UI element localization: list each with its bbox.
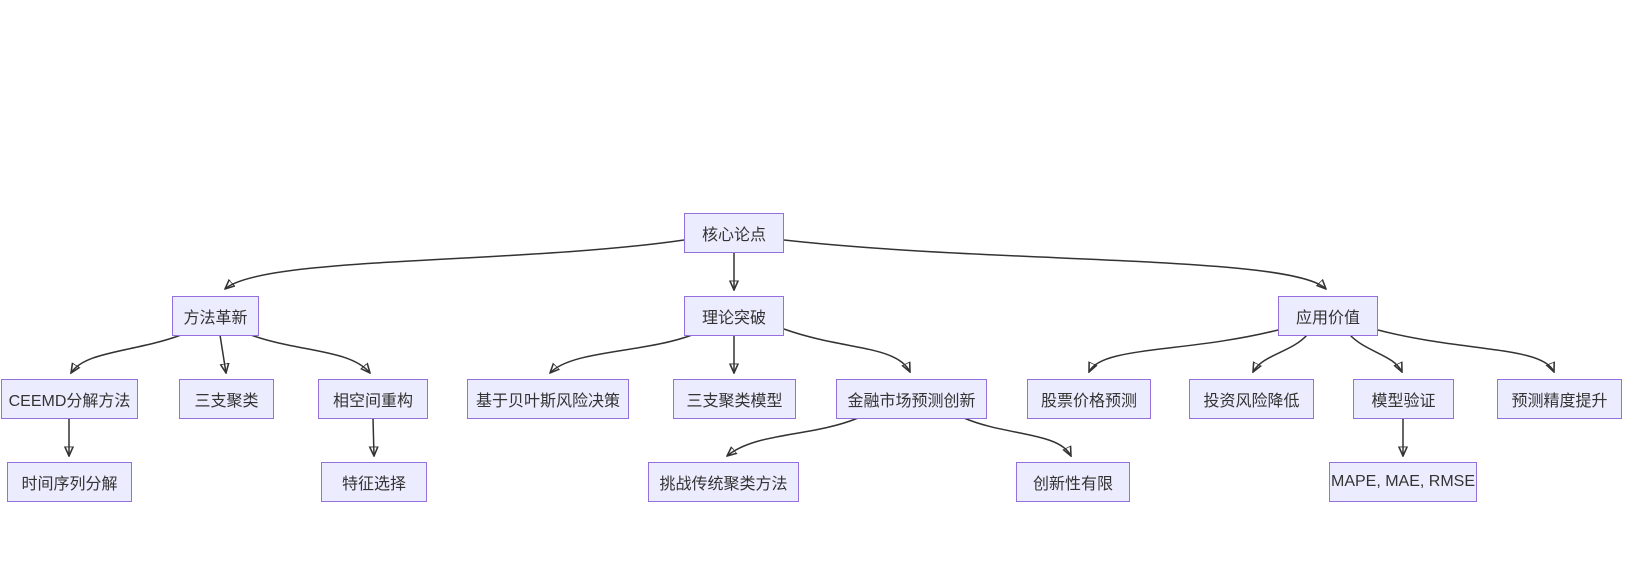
edge-core-to-method [225, 239, 685, 289]
node-phase-space-reconstruction: 相空间重构 [318, 379, 428, 419]
edge-phase-space-to-feature [373, 417, 374, 456]
node-stock-price-prediction: 股票价格预测 [1027, 379, 1151, 419]
edge-method-to-three-way [219, 334, 226, 373]
node-three-way-clustering-model: 三支聚类模型 [673, 379, 796, 419]
node-prediction-accuracy: 预测精度提升 [1497, 379, 1622, 419]
node-application-value: 应用价值 [1278, 296, 1378, 336]
node-ceemd-decomposition: CEEMD分解方法 [1, 379, 138, 419]
edge-finance-to-limited [963, 417, 1071, 456]
edge-method-to-phase-space [250, 334, 370, 373]
node-core-thesis: 核心论点 [684, 213, 784, 253]
node-method-innovation: 方法革新 [172, 296, 259, 336]
edge-theory-to-finance [783, 328, 910, 372]
node-theory-breakthrough: 理论突破 [684, 296, 784, 336]
node-financial-market-prediction: 金融市场预测创新 [836, 379, 987, 419]
edge-core-to-application [783, 239, 1326, 289]
node-challenge-traditional-clustering: 挑战传统聚类方法 [648, 462, 799, 502]
edge-theory-to-bayes [550, 334, 693, 373]
node-three-way-clustering: 三支聚类 [179, 379, 274, 419]
node-bayesian-risk-decision: 基于贝叶斯风险决策 [467, 379, 629, 419]
edge-application-to-stock [1089, 329, 1279, 372]
edge-finance-to-challenge [727, 417, 859, 456]
node-investment-risk-reduction: 投资风险降低 [1189, 379, 1314, 419]
edge-method-to-ceemd [71, 334, 182, 373]
node-feature-selection: 特征选择 [321, 462, 427, 502]
node-limited-innovation: 创新性有限 [1016, 462, 1130, 502]
edge-application-to-validation [1349, 334, 1402, 372]
edge-application-to-precision [1377, 329, 1554, 372]
node-evaluation-metrics: MAPE, MAE, RMSE [1329, 462, 1477, 502]
node-time-series-decomposition: 时间序列分解 [7, 462, 132, 502]
node-model-validation: 模型验证 [1353, 379, 1454, 419]
edge-application-to-risk [1253, 334, 1308, 372]
